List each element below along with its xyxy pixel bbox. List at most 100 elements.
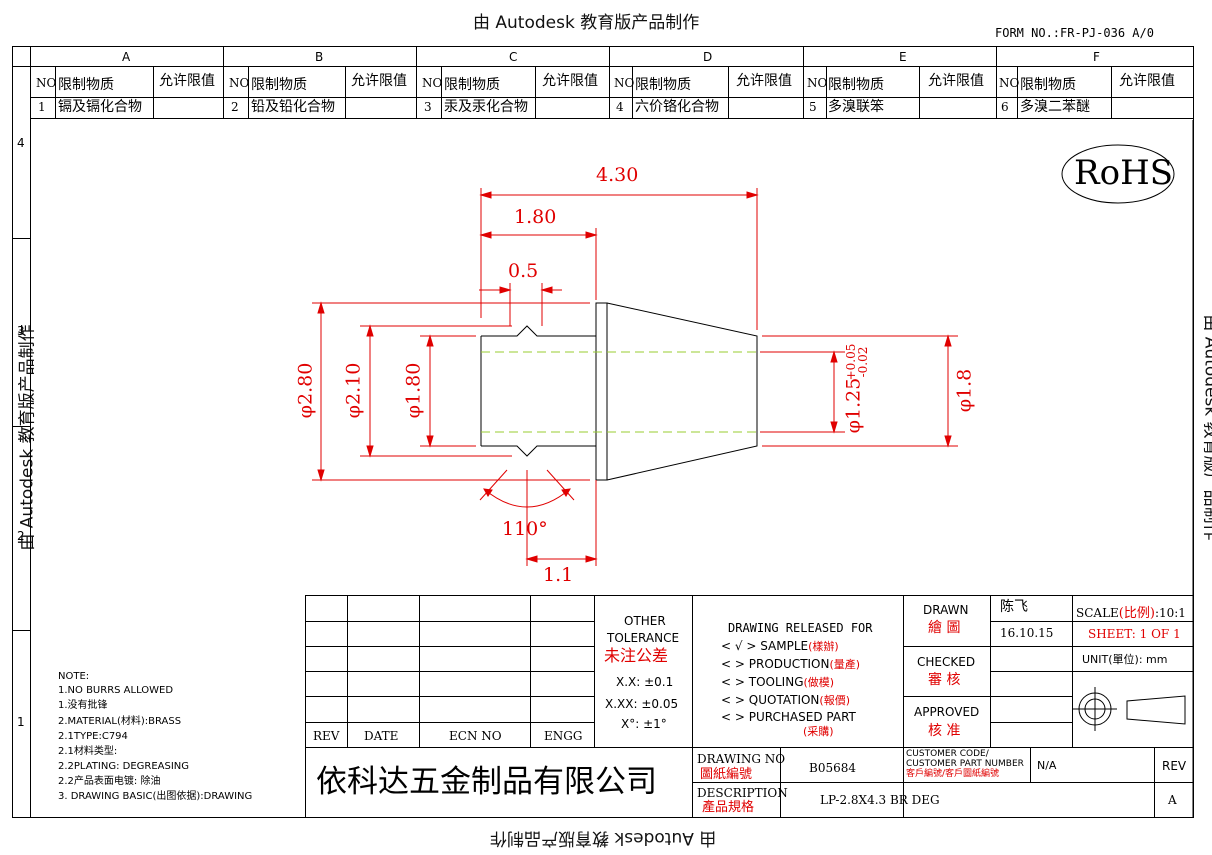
note-line: 2.2PLATING: DEGREASING [58, 761, 190, 772]
substance-no: 4 [616, 100, 624, 114]
col-header-substance: 限制物质 [444, 77, 500, 93]
release-label-cn: (做模) [803, 676, 835, 689]
col-header-substance: 限制物质 [635, 77, 691, 93]
dim-groove-diameter: φ2.10 [342, 362, 365, 419]
substance-no: 1 [38, 100, 46, 114]
note-line: 1.没有批锋 [58, 700, 108, 711]
zone-row-2: 2 [17, 529, 25, 543]
customer-code-label-1: CUSTOMER CODE/ [906, 749, 989, 759]
drawing-no-label: DRAWING NO [697, 752, 786, 766]
zone-row-3: 3 [17, 324, 25, 338]
dim-bore-diameter: φ1.80 [402, 362, 425, 419]
description-label: DESCRIPTION [697, 786, 788, 800]
part-outline [480, 302, 758, 481]
dim-total-length: 4.30 [596, 164, 639, 186]
release-mark: < > [721, 710, 745, 724]
col-header-limit: 允许限值 [1119, 73, 1175, 89]
engg-header: ENGG [544, 729, 583, 743]
centerlines [481, 351, 757, 433]
approved-label: APPROVED [914, 705, 980, 719]
scale-field: SCALE(比例):10:1 [1076, 602, 1186, 621]
col-header-substance: 限制物质 [251, 77, 307, 93]
rev-label: REV [1162, 759, 1187, 773]
col-header-limit: 允许限值 [542, 73, 598, 89]
unit-label: UNIT(單位): mm [1082, 653, 1168, 666]
dim-outer-diameter: φ2.80 [294, 362, 317, 419]
col-header-substance: 限制物质 [828, 77, 884, 93]
frame-outer [12, 46, 1194, 818]
customer-code-value: N/A [1037, 759, 1057, 772]
checked-label-cn: 審 核 [928, 672, 961, 688]
release-mark: < > [721, 693, 745, 707]
release-option-sample: < √ > SAMPLE(樣辦) [721, 638, 839, 654]
drawn-name: 陈飞 [1000, 599, 1028, 615]
sheet-count: SHEET: 1 OF 1 [1088, 627, 1181, 641]
zone-col-f: F [1093, 50, 1100, 64]
release-label: PURCHASED PART [748, 710, 856, 724]
description-value: LP-2.8X4.3 BR DEG [820, 793, 940, 807]
dimension-lines [312, 188, 958, 566]
release-label-cn: (量產) [829, 658, 861, 671]
col-header-no: NO [422, 76, 443, 90]
release-mark: < √ > [721, 639, 757, 653]
drawn-label: DRAWN [923, 603, 969, 617]
substance-name: 汞及汞化合物 [444, 99, 528, 115]
note-line: 3. DRAWING BASIC(出图依据):DRAWING [58, 791, 253, 802]
substance-name: 六价铬化合物 [635, 99, 719, 115]
drawing-number: B05684 [809, 761, 856, 775]
checked-label: CHECKED [917, 655, 976, 669]
drawing-no-label-cn: 圖紙編號 [700, 767, 753, 782]
release-title: DRAWING RELEASED FOR [728, 621, 873, 635]
zone-row-4: 4 [17, 136, 25, 150]
substance-no: 5 [809, 100, 817, 114]
tolerance-xxx: X.XX: ±0.05 [605, 697, 679, 711]
scale-value: :10:1 [1154, 606, 1186, 620]
zone-col-c: C [509, 50, 518, 64]
form-number: FORM NO.:FR-PJ-036 A/0 [995, 26, 1154, 40]
dim-tip-outer-diameter: φ1.8 [953, 368, 976, 413]
release-label: SAMPLE [760, 639, 809, 653]
tolerance-title-2: TOLERANCE [607, 631, 680, 645]
release-label-cn: (樣辦) [808, 640, 839, 653]
col-header-no: NO [614, 76, 635, 90]
substance-name: 多溴二苯醚 [1020, 99, 1090, 115]
substance-no: 6 [1001, 100, 1009, 114]
release-mark: < > [721, 657, 745, 671]
zone-col-e: E [899, 50, 907, 64]
customer-code-label-2: CUSTOMER PART NUMBER [906, 759, 1024, 769]
release-label-cn: (報價) [819, 694, 850, 707]
col-header-no: NO [807, 76, 828, 90]
col-header-limit: 允许限值 [736, 73, 792, 89]
release-label: TOOLING [748, 675, 804, 689]
substance-name: 多溴联笨 [828, 99, 884, 115]
company-name: 依科达五金制品有限公司 [316, 764, 657, 800]
scale-label: SCALE [1076, 606, 1119, 620]
note-line: 1.NO BURRS ALLOWED [58, 685, 174, 696]
dim-groove-position: 1.1 [543, 564, 574, 586]
dim-angle: 110° [502, 518, 548, 540]
rev-header: REV [313, 729, 340, 743]
col-header-substance: 限制物质 [58, 77, 114, 93]
substance-name: 镉及镉化合物 [58, 99, 142, 115]
note-line: 2.1材料类型: [58, 746, 118, 757]
release-option-production: < > PRODUCTION(量產) [721, 656, 860, 672]
description-label-cn: 產品規格 [702, 800, 755, 815]
release-label: QUOTATION [748, 693, 820, 707]
rev-value: A [1168, 793, 1177, 807]
col-header-no: NO [36, 76, 57, 90]
substance-no: 3 [424, 100, 432, 114]
zone-row-1: 1 [17, 715, 25, 729]
release-label-cn: (采購) [803, 725, 834, 738]
note-line: 2.MATERIAL(材料):BRASS [58, 716, 182, 727]
date-header: DATE [364, 729, 399, 743]
zone-col-b: B [315, 50, 324, 64]
customer-code-label-cn: 客戶編號/客戶圖紙編號 [906, 769, 1000, 779]
col-header-limit: 允许限值 [351, 73, 407, 89]
tolerance-title-1: OTHER [624, 614, 666, 628]
release-option-quotation: < > QUOTATION(報價) [721, 692, 850, 708]
release-option-purchased: < > PURCHASED PART [721, 710, 856, 724]
tolerance-xx: X.X: ±0.1 [616, 675, 674, 689]
col-header-limit: 允许限值 [159, 73, 215, 89]
dim-tolerance-lower: -0.02 [856, 346, 870, 378]
